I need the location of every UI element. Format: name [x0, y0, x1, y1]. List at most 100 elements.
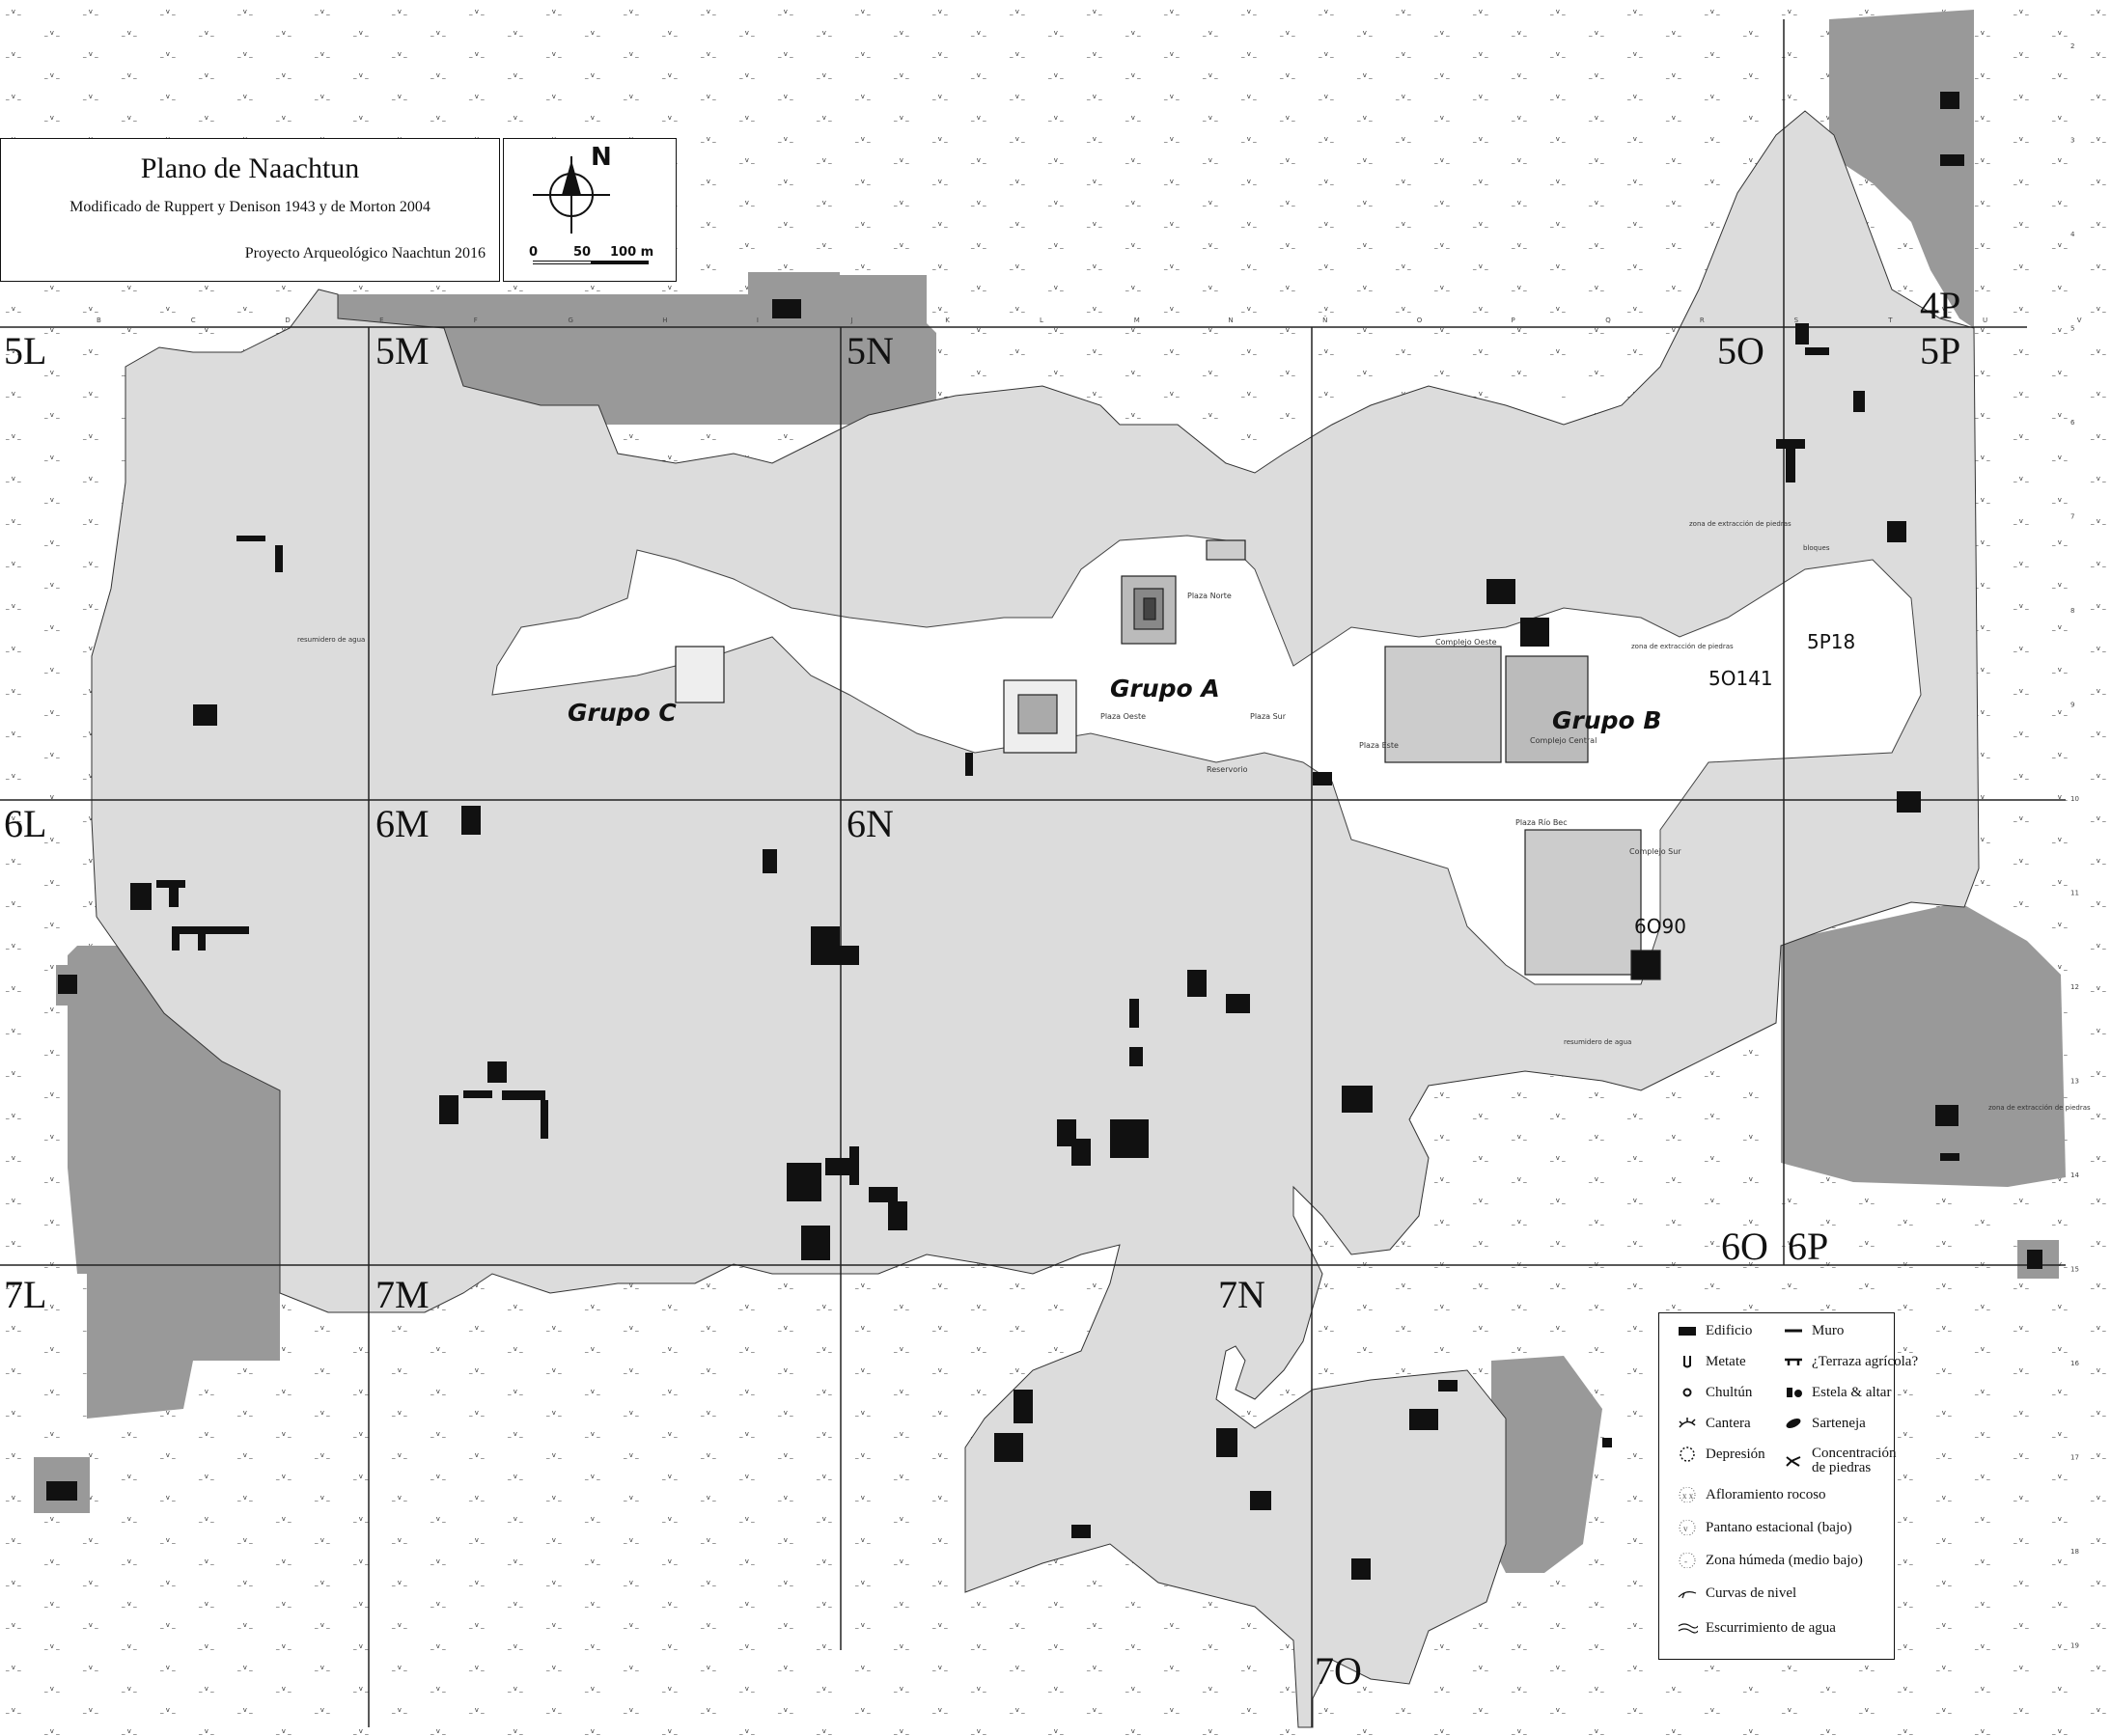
sector-label-6p: 6P	[1788, 1225, 1828, 1268]
grid-column-letter: V	[2077, 317, 2082, 324]
grid-column-letter: H	[662, 317, 667, 324]
chultun-icon	[1677, 1385, 1698, 1400]
legend-label: Edificio	[1706, 1322, 1753, 1338]
grid-row-number: 11	[2070, 890, 2079, 897]
sector-label-6o: 6O	[1721, 1225, 1768, 1268]
title-box: Plano de Naachtun Modificado de Ruppert …	[0, 138, 500, 282]
svg-text:zona de extracción de piedras: zona de extracción de piedras	[1689, 520, 1792, 528]
grid-column-letter: B	[97, 317, 101, 324]
svg-text:resumidero de agua: resumidero de agua	[1564, 1038, 1631, 1046]
contour-icon	[1677, 1585, 1698, 1601]
legend-label: Zona húmeda (medio bajo)	[1706, 1552, 1863, 1568]
grid-column-letter: N	[1228, 317, 1233, 324]
grid-row-number: 13	[2070, 1078, 2079, 1086]
grid-column-letter: L	[1040, 317, 1043, 324]
legend-item: v Pantano estacional (bajo)	[1677, 1519, 1852, 1536]
legend-label: Metate	[1706, 1353, 1746, 1369]
terrace-icon	[1783, 1354, 1804, 1369]
legend-item: Edificio	[1677, 1323, 1752, 1338]
legend-item: Sarteneja	[1783, 1416, 1866, 1431]
svg-text:zona de extracción de piedras: zona de extracción de piedras	[1988, 1104, 2091, 1112]
legend-item: Estela & altar	[1783, 1385, 1891, 1400]
north-arrow-icon	[533, 156, 649, 264]
svg-text:v: v	[1683, 1524, 1688, 1533]
grid-row-number: 19	[2070, 1642, 2079, 1650]
plaza-labels: Plaza Norte Plaza Oeste Plaza Sur Plaza …	[1100, 592, 1681, 856]
grid-row-number: 4	[2070, 231, 2075, 238]
grid-column-letter: S	[1794, 317, 1799, 324]
sector-label-7m: 7M	[375, 1273, 430, 1316]
sector-label-7o: 7O	[1315, 1649, 1362, 1693]
grid-row-number: 5	[2070, 325, 2074, 333]
grid-column-letter: K	[945, 317, 950, 324]
north-letter: N	[591, 143, 612, 172]
stone-concentration-icon	[1783, 1453, 1804, 1469]
project-name: Proyecto Arqueológico Naachtun 2016	[244, 245, 486, 262]
sector-label-6l: 6L	[4, 802, 46, 845]
structure-label-5p18: 5P18	[1807, 630, 1855, 653]
structure-label-5o141: 5O141	[1708, 667, 1773, 690]
grid-column-letter: R	[1700, 317, 1705, 324]
svg-text:-: -	[1684, 1557, 1687, 1566]
legend-label: Concentración de piedras	[1812, 1446, 1897, 1475]
wet-zone-icon: -	[1677, 1552, 1698, 1569]
grid-lines	[0, 19, 2066, 1727]
grid-column-letter: Ñ	[1322, 316, 1327, 324]
seasonal-swamp-icon: v	[1677, 1519, 1698, 1536]
svg-text:Reservorio: Reservorio	[1207, 765, 1248, 774]
structure-labels: 5O141 5P18 6O90	[1634, 630, 1855, 938]
sector-label-5n: 5N	[847, 329, 894, 372]
stela-altar-icon	[1783, 1385, 1804, 1400]
grid-row-number: 17	[2070, 1454, 2079, 1462]
sector-label-6n: 6N	[847, 802, 894, 845]
grid-column-letter: D	[285, 317, 290, 324]
legend-label: Pantano estacional (bajo)	[1706, 1519, 1852, 1535]
svg-text:Plaza Norte: Plaza Norte	[1187, 592, 1232, 600]
sector-label-5o: 5O	[1717, 329, 1764, 372]
site-area	[91, 110, 1980, 1728]
grid-row-number: 2	[2070, 42, 2074, 50]
svg-text:Complejo Central: Complejo Central	[1530, 736, 1597, 745]
map-credit: Modificado de Ruppert y Denison 1943 y d…	[69, 199, 431, 215]
svg-text:Plaza Oeste: Plaza Oeste	[1100, 712, 1146, 721]
grupo-a-pyramid	[675, 539, 1661, 980]
grid-column-letter: T	[1887, 317, 1893, 324]
grid-column-letter: Q	[1605, 317, 1611, 324]
svg-text:zona de extracción de piedras: zona de extracción de piedras	[1631, 643, 1734, 650]
rock-outcrop-icon: x x	[1677, 1486, 1698, 1503]
legend-label: ¿Terraza agrícola?	[1812, 1353, 1919, 1369]
legend-item: Chultún	[1677, 1385, 1752, 1400]
grid-row-number: 16	[2070, 1360, 2079, 1367]
group-labels: Grupo C Grupo A Grupo B	[568, 675, 1661, 734]
legend-label: Curvas de nivel	[1706, 1584, 1797, 1601]
legend-item: Concentración de piedras	[1783, 1447, 1908, 1475]
sector-label-7n: 7N	[1218, 1273, 1265, 1316]
legend-item: - Zona húmeda (medio bajo)	[1677, 1552, 1863, 1569]
legend-label: Estela & altar	[1812, 1384, 1892, 1400]
legend-item: Escurrimiento de agua	[1677, 1620, 1836, 1636]
grid-column-letter: F	[474, 317, 478, 324]
sector-label-6m: 6M	[375, 802, 430, 845]
legend-item: Cantera	[1677, 1416, 1751, 1431]
sarteneja-icon	[1783, 1416, 1804, 1431]
grid-column-letter: E	[379, 317, 383, 324]
svg-text:Plaza Río Bec: Plaza Río Bec	[1515, 818, 1568, 827]
svg-text:Complejo Sur: Complejo Sur	[1629, 847, 1681, 856]
legend-item: Muro	[1783, 1323, 1844, 1338]
sector-label-7l: 7L	[4, 1273, 46, 1316]
grid-row-number: 10	[2070, 795, 2079, 803]
grid-column-letter: J	[850, 317, 853, 324]
quarry-icon	[1677, 1416, 1698, 1431]
map-title: Plano de Naachtun	[140, 152, 360, 184]
metate-icon	[1677, 1354, 1698, 1369]
legend-item: Depresión	[1677, 1447, 1765, 1462]
svg-text:bloques: bloques	[1803, 544, 1830, 552]
legend-label: Muro	[1812, 1322, 1845, 1338]
grid-row-number: 14	[2070, 1171, 2079, 1179]
svg-text:x x: x x	[1682, 1491, 1694, 1501]
grid-row-number: 12	[2070, 983, 2079, 991]
sector-label-4p: 4P	[1920, 284, 1960, 327]
